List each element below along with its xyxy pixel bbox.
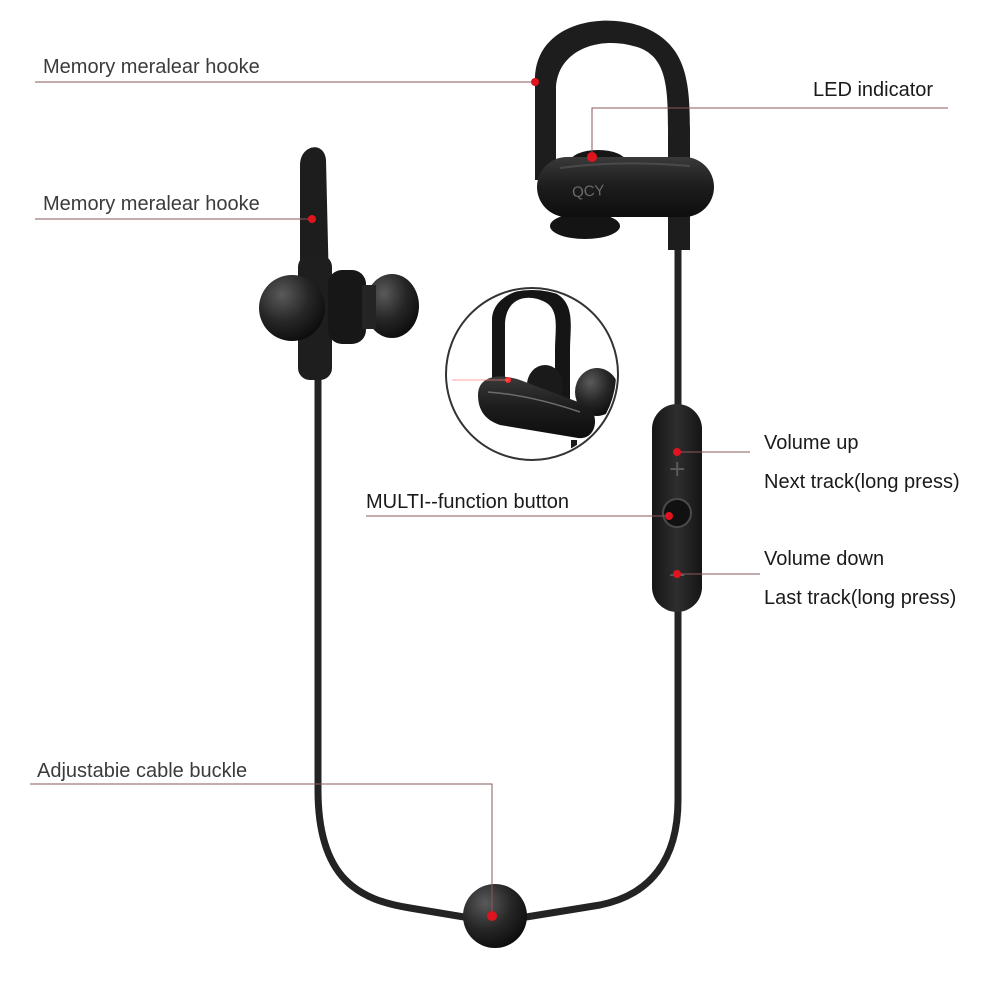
label-memory-hook-left: Memory meralear hooke xyxy=(43,193,260,215)
marker-dots xyxy=(308,78,681,921)
right-earbud: QCY xyxy=(537,150,714,239)
marker-hook-top xyxy=(531,78,539,86)
leader-led xyxy=(591,107,948,156)
label-cable-buckle: Adjustabie cable buckle xyxy=(37,760,248,782)
earphone-cable xyxy=(314,241,682,922)
label-volume-down: Volume down xyxy=(764,548,885,570)
marker-volume-down xyxy=(673,570,681,578)
right-ear-hook xyxy=(535,20,690,251)
label-led-indicator: LED indicator xyxy=(813,79,934,101)
marker-volume-up xyxy=(673,448,681,456)
leader-lines xyxy=(30,81,948,915)
marker-hook-left xyxy=(308,215,316,223)
inset-closeup xyxy=(445,287,619,461)
brand-logo: QCY xyxy=(572,182,606,201)
marker-led xyxy=(587,152,597,162)
label-volume-up: Volume up xyxy=(764,432,859,454)
marker-buckle xyxy=(487,911,497,921)
label-memory-hook-top: Memory meralear hooke xyxy=(43,56,260,78)
label-next-track: Next track(long press) xyxy=(764,471,960,493)
label-last-track: Last track(long press) xyxy=(764,587,957,609)
inline-remote: + − xyxy=(652,404,702,612)
volume-up-symbol: + xyxy=(668,457,686,482)
label-multi-function: MULTI--function button xyxy=(366,491,570,513)
leader-buckle xyxy=(30,783,493,915)
left-earbud xyxy=(259,147,419,380)
marker-multi xyxy=(665,512,673,520)
